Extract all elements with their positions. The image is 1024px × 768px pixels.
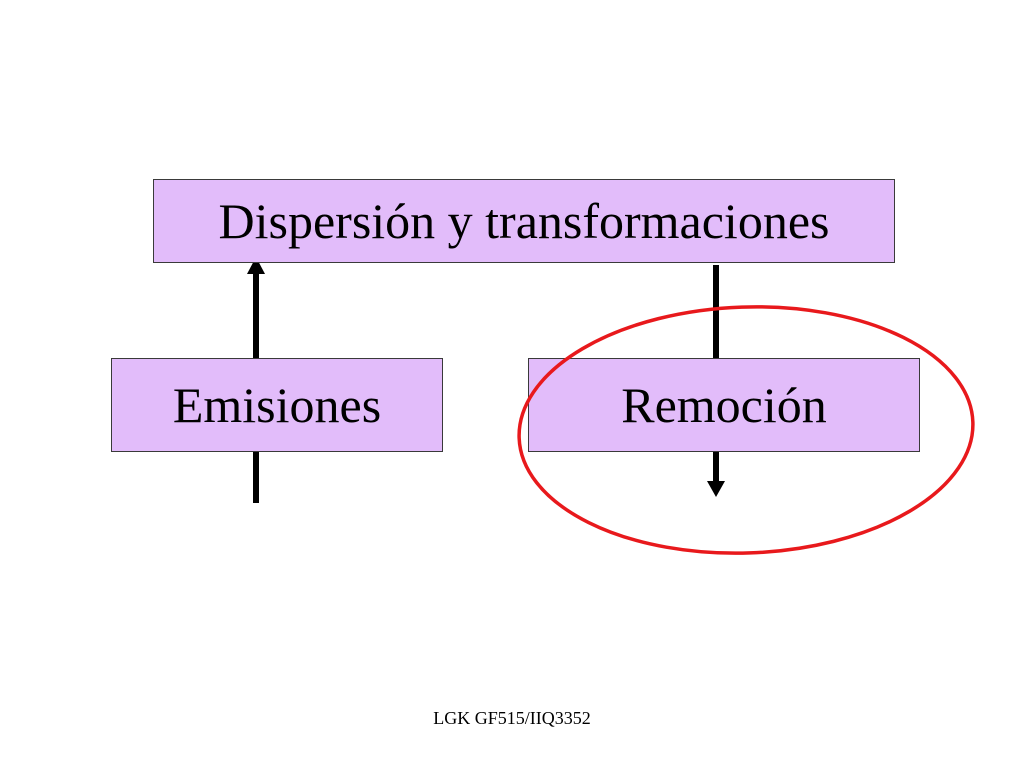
- node-dispersion-y-transformaciones: Dispersión y transformaciones: [153, 179, 895, 263]
- slide-footer: LGK GF515/IIQ3352: [433, 708, 591, 728]
- node-emisiones: Emisiones: [111, 358, 443, 452]
- node-remocion: Remoción: [528, 358, 920, 452]
- node-label: Emisiones: [172, 377, 382, 433]
- node-label: Dispersión y transformaciones: [218, 193, 830, 249]
- highlight-ellipse: [517, 305, 975, 555]
- node-label: Remoción: [621, 377, 827, 433]
